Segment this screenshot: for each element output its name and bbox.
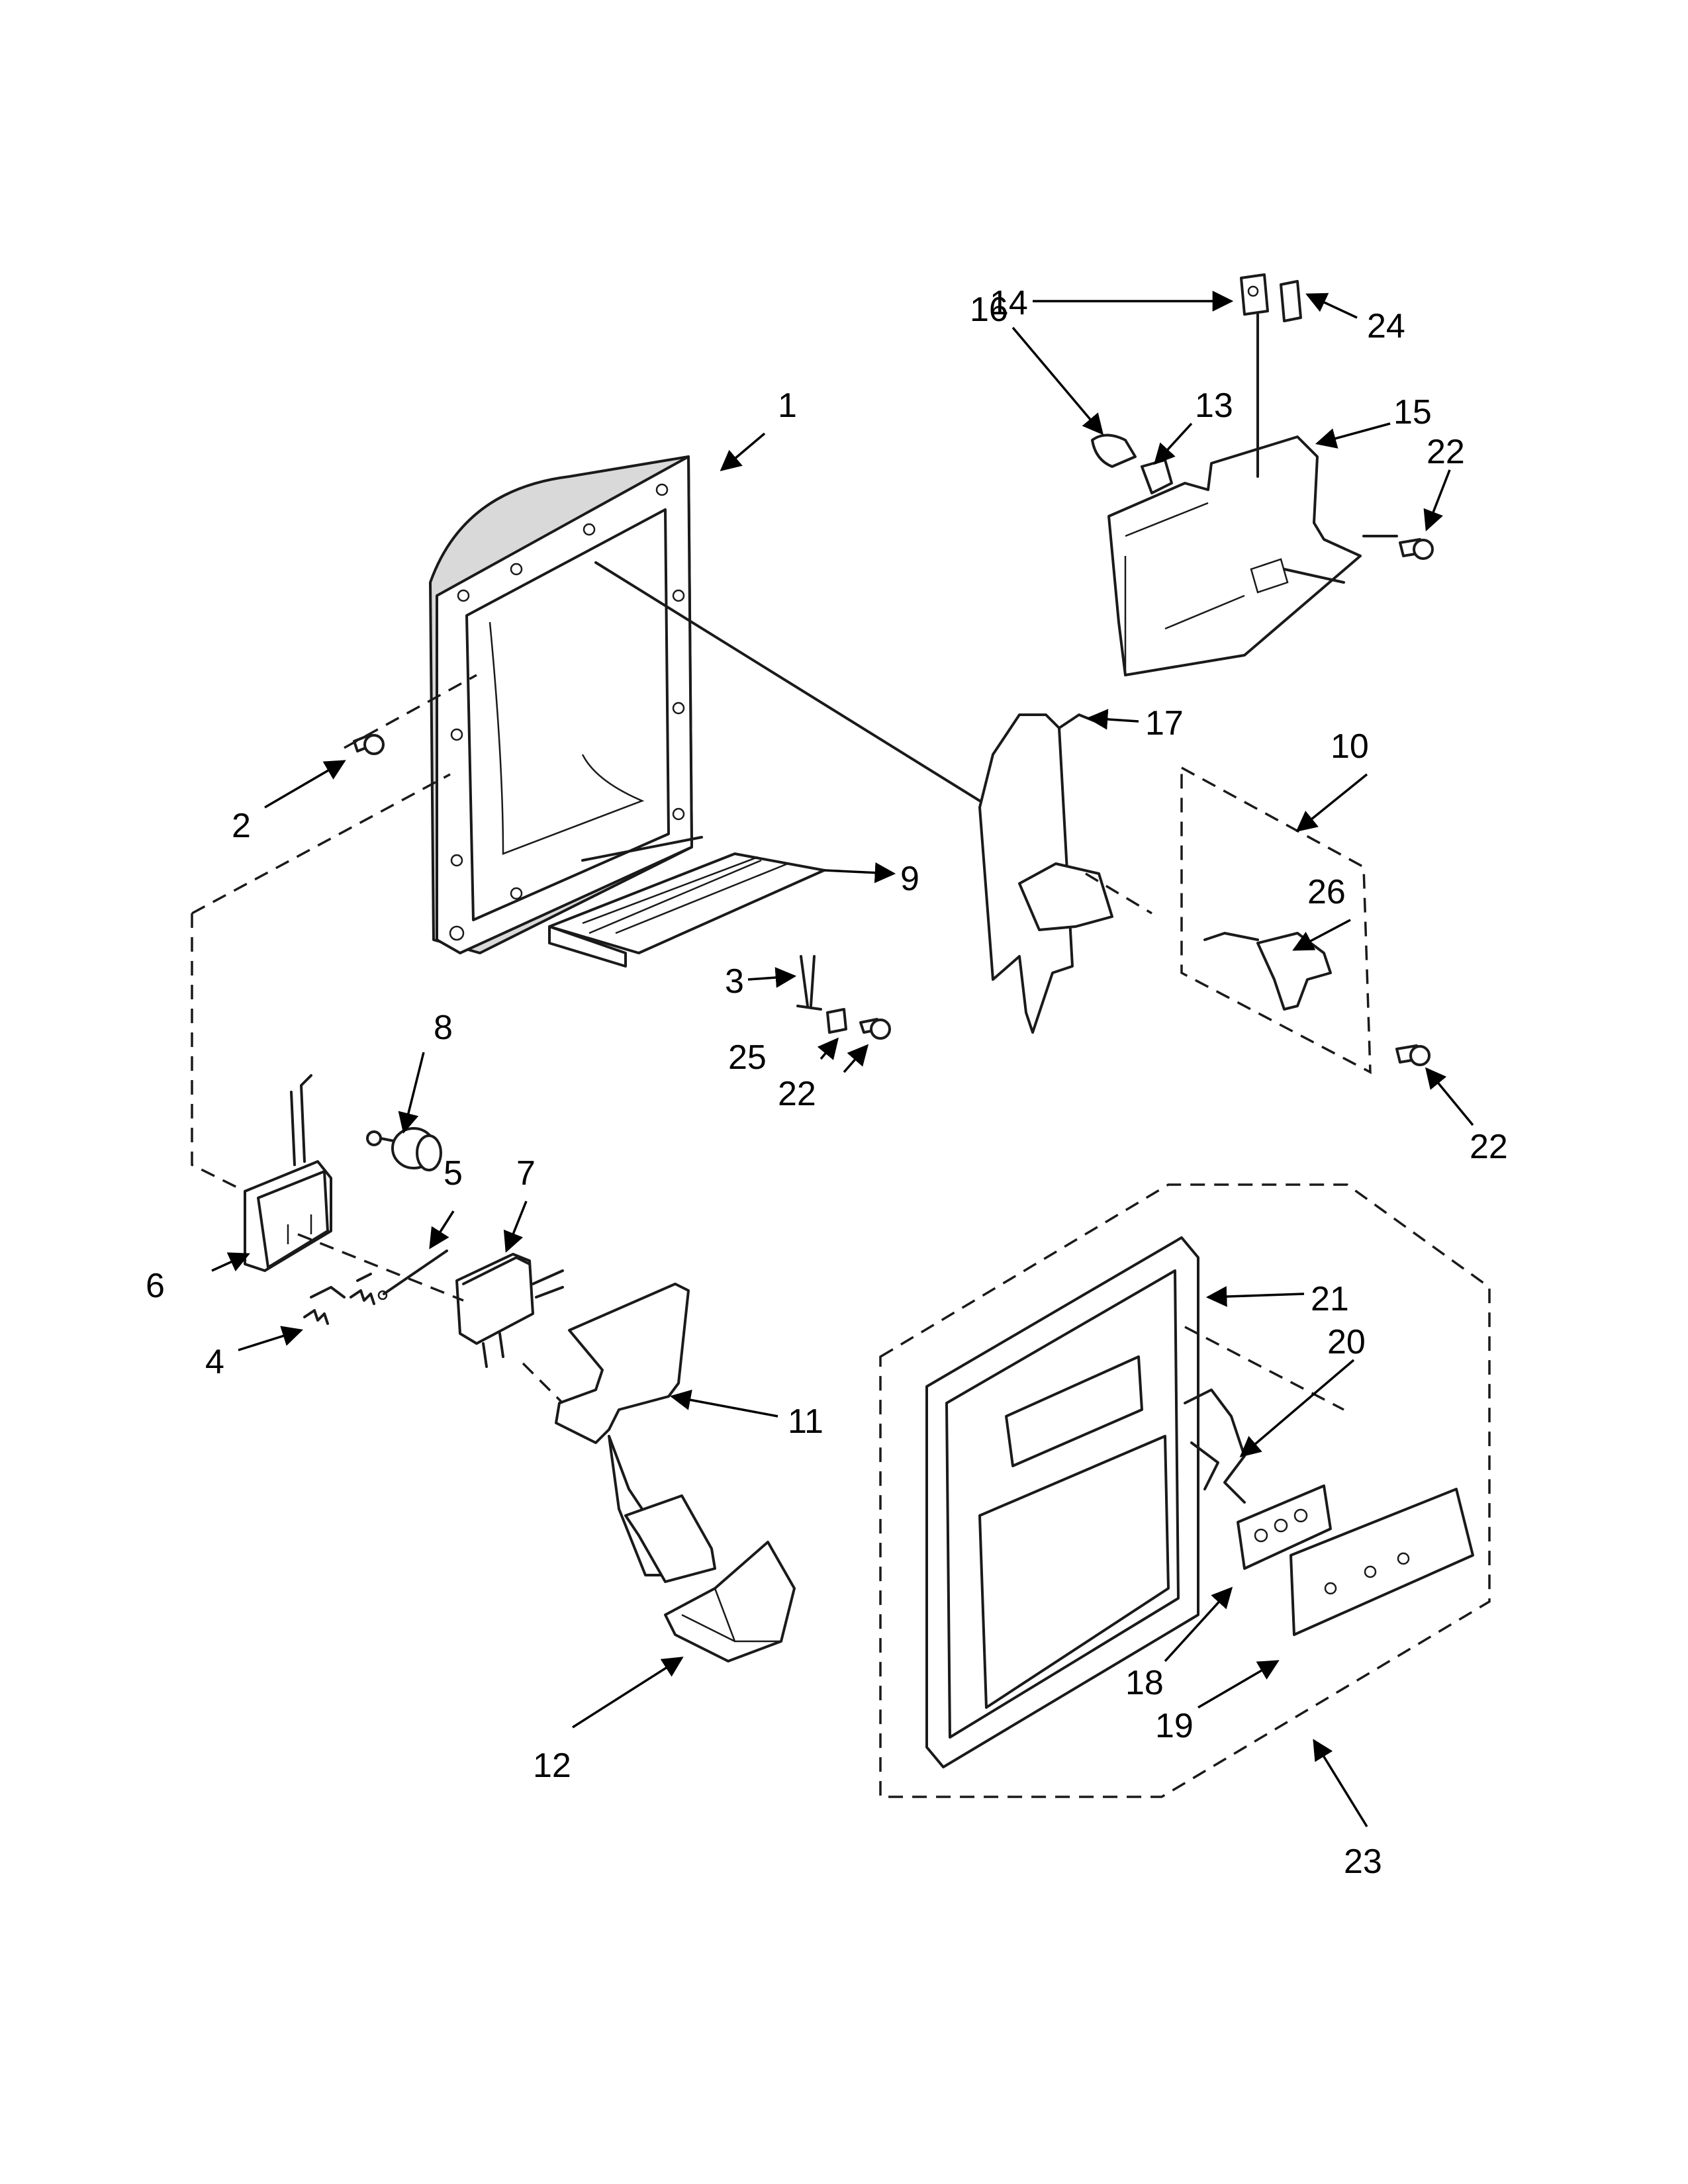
part-clip-3 [796, 955, 822, 1011]
part-actuator-7 [455, 1253, 564, 1368]
part-front-panel-23 [879, 1183, 1491, 1798]
part-switch-14 [1240, 273, 1269, 316]
callout-21: 21 [1311, 1280, 1349, 1318]
part-housing-frame [429, 455, 693, 954]
part-valve-assembly-10 [1180, 766, 1372, 1074]
callout-3: 3 [725, 962, 744, 1001]
alignment-lines [191, 313, 1398, 1411]
callout-22-right: 22 [1470, 1128, 1508, 1166]
callout-10: 10 [1331, 727, 1369, 766]
callout-25: 25 [728, 1038, 767, 1077]
callout-19: 19 [1155, 1707, 1194, 1745]
callout-17: 17 [1145, 704, 1184, 743]
callout-6: 6 [146, 1267, 165, 1305]
part-solenoid-8 [366, 1127, 442, 1171]
callout-4: 4 [205, 1343, 224, 1381]
callout-9: 9 [900, 860, 919, 898]
callout-12: 12 [533, 1747, 571, 1785]
part-screw-2 [353, 733, 385, 755]
callout-23: 23 [1344, 1843, 1382, 1881]
part-rod-5 [377, 1250, 448, 1300]
callout-5: 5 [444, 1154, 463, 1193]
part-ice-lever-11 [555, 1283, 716, 1583]
part-module-6 [244, 1074, 332, 1272]
callout-20: 20 [1327, 1323, 1366, 1361]
callout-11: 11 [788, 1402, 823, 1441]
callout-26: 26 [1307, 873, 1346, 911]
part-chute-12 [664, 1541, 796, 1662]
callout-1: 1 [778, 387, 797, 425]
callout-15: 15 [1393, 393, 1432, 432]
callout-14: 14 [990, 284, 1028, 322]
callout-8: 8 [434, 1009, 453, 1047]
callout-18: 18 [1125, 1664, 1164, 1702]
part-lamp-16 [1091, 433, 1137, 468]
callout-2: 2 [232, 807, 251, 845]
part-screw-22-right [1395, 1044, 1430, 1066]
part-plate-24 [1280, 280, 1302, 322]
callout-7: 7 [516, 1154, 536, 1193]
callout-22-middle: 22 [778, 1075, 816, 1113]
part-socket-13 [1141, 459, 1173, 494]
callout-24: 24 [1367, 307, 1405, 345]
leader-arrows [211, 291, 1474, 1827]
part-plate-25 [826, 1008, 847, 1034]
part-screw-22-top [1399, 538, 1434, 560]
callout-22-top: 22 [1427, 433, 1465, 471]
part-screw-22-middle [859, 1018, 891, 1040]
part-water-lever-17 [978, 713, 1113, 1034]
callout-16: 16 [970, 291, 1008, 329]
part-springs-4 [303, 1273, 375, 1325]
callout-labels: 1 2 3 4 5 6 7 8 9 10 11 12 13 14 15 16 1… [146, 284, 1508, 1881]
part-bracket-15 [1107, 435, 1362, 676]
callout-13: 13 [1195, 387, 1233, 425]
